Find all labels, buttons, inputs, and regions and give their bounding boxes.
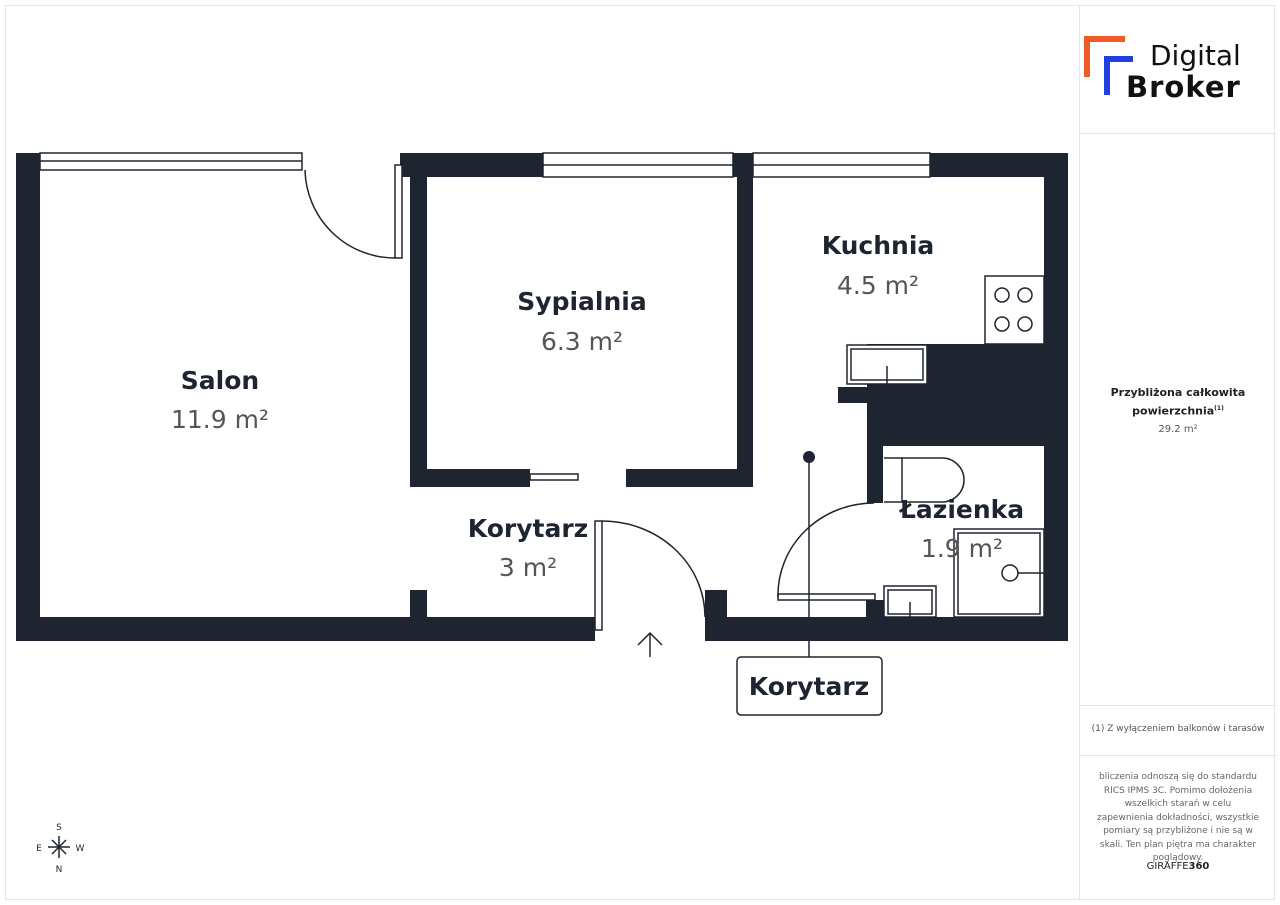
entrance-marker bbox=[736, 451, 883, 716]
room-area-sypialnia: 6.3 m² bbox=[541, 327, 623, 356]
info-panel: Digital Broker Przybliżona całkowita pow… bbox=[1079, 5, 1276, 900]
room-area-salon: 11.9 m² bbox=[171, 405, 269, 434]
summary-title: Przybliżona całkowita bbox=[1110, 386, 1246, 399]
credit-b: 360 bbox=[1188, 861, 1210, 872]
footnote: (1) Z wyłączeniem balkonów i tarasów bbox=[1080, 705, 1276, 756]
logo-line1: Digital bbox=[1150, 39, 1241, 72]
summary: Przybliżona całkowita powierzchnia(1) 29… bbox=[1080, 133, 1276, 706]
compass-s: S bbox=[56, 823, 62, 833]
compass-icon: S N E W bbox=[36, 823, 84, 875]
total-area: 29.2 m² bbox=[1158, 423, 1198, 435]
room-area-korytarz: 3 m² bbox=[499, 553, 557, 582]
room-area-kuchnia: 4.5 m² bbox=[837, 271, 919, 300]
compass-e: E bbox=[36, 844, 42, 854]
summary-title-2: powierzchnia bbox=[1132, 404, 1215, 418]
doors bbox=[304, 164, 876, 631]
room-name-sypialnia: Sypialnia bbox=[517, 287, 646, 316]
room-name-korytarz: Korytarz bbox=[468, 514, 588, 543]
entrance-label: Korytarz bbox=[749, 672, 869, 701]
room-name-lazienka: Łazienka bbox=[898, 495, 1024, 524]
credit-a: GIRAFFE bbox=[1146, 861, 1189, 872]
compass-w: W bbox=[76, 844, 85, 854]
floor-plan: Salon 11.9 m² Sypialnia 6.3 m² Kuchnia 4… bbox=[16, 152, 1068, 875]
windows bbox=[39, 152, 931, 178]
room-name-salon: Salon bbox=[181, 366, 259, 395]
page-frame bbox=[5, 5, 1275, 900]
fixtures bbox=[846, 275, 1045, 618]
compass-n: N bbox=[56, 865, 63, 875]
disclaimer: bliczenia odnoszą się do standardu RICS … bbox=[1096, 772, 1260, 863]
logo-line2: Broker bbox=[1126, 70, 1241, 104]
credit: GIRAFFE360 bbox=[1080, 861, 1276, 872]
walls bbox=[16, 153, 1068, 641]
room-name-kuchnia: Kuchnia bbox=[822, 231, 935, 260]
logo-mark-icon bbox=[1084, 36, 1133, 95]
entrance-arrow-icon bbox=[637, 631, 663, 657]
footnote-mark: (1) bbox=[1214, 405, 1224, 412]
logo: Digital Broker bbox=[1080, 5, 1276, 134]
room-area-lazienka: 1.9 m² bbox=[921, 534, 1003, 563]
